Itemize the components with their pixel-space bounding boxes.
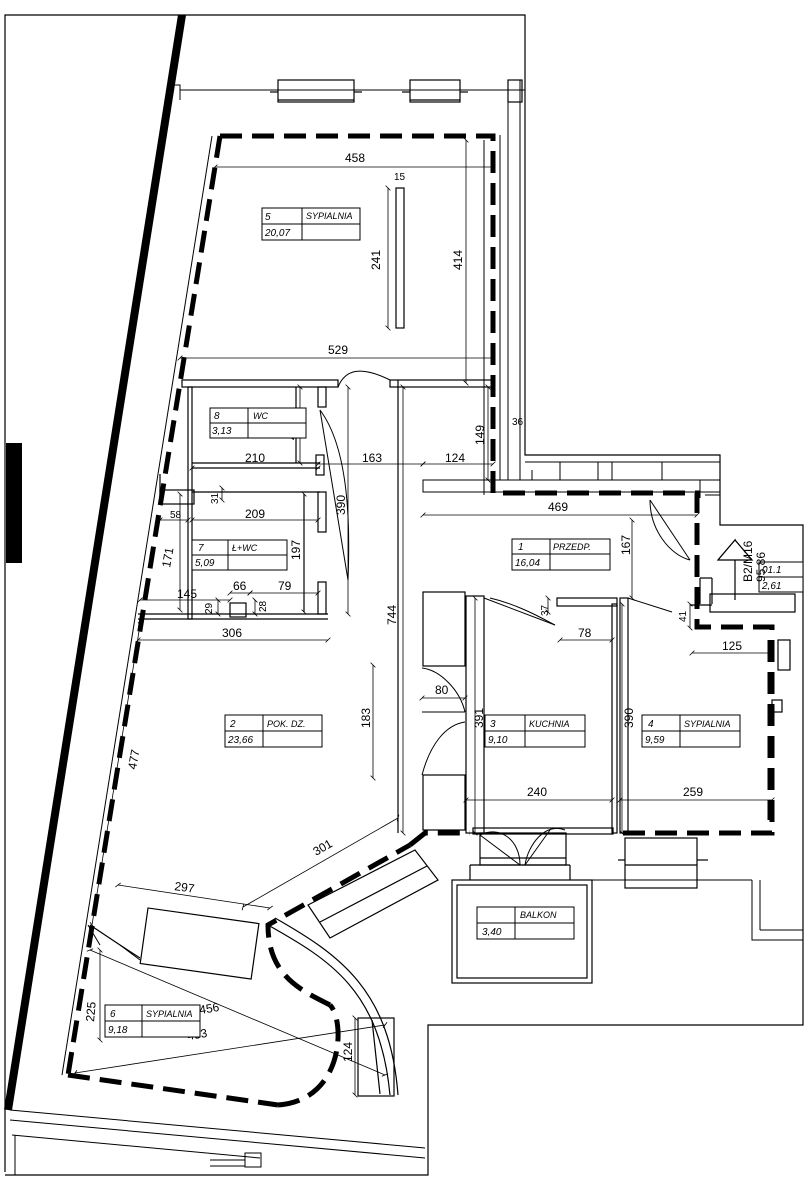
room-name: Ł+WC [232,543,258,553]
room-area: 2,61 [761,581,781,592]
room-area: 20,07 [264,228,290,239]
dim-label: 79 [278,579,292,593]
room-name: POK. DZ. [267,719,306,729]
room-area: 9,10 [488,735,508,746]
room-number: 7 [198,543,204,554]
room-number: 5 [265,212,271,223]
dim-label: 210 [245,451,265,465]
room-label-5: 5 SYPIALNIA 20,07 [261,207,361,241]
dim-label: 197 [289,540,303,560]
unit-code: B2/M16 95,86 [741,540,768,582]
dim-label: 31 [210,492,221,504]
room-area: 9,59 [645,735,665,746]
dim-label: 41 [678,610,689,622]
dim-label: 124 [341,1042,355,1062]
dim-label: 37 [540,604,551,616]
room-number: 1 [518,542,524,553]
room-area: 9,18 [108,1025,128,1036]
dim-label: 58 [170,510,182,521]
unit-area-text: 95,86 [754,552,768,582]
room-name: WC [253,411,268,421]
dim-label: 241 [369,250,383,270]
room-area: 3,13 [212,426,232,437]
dim-label: 124 [445,451,465,465]
dim-label: 297 [174,879,196,896]
dim-label: 458 [345,151,365,165]
room-number: 3 [490,719,496,730]
dim-label: 36 [512,417,524,428]
top-windows [270,79,523,103]
dimension-lines [72,137,775,1098]
dim-label: 78 [578,626,592,640]
dim-label: 390 [622,708,636,728]
room-name: PRZEDP. [553,542,591,552]
dim-label: 391 [472,708,486,728]
room-label-1: 1 PRZEDP. 16,04 [511,538,611,571]
dim-label: 390 [334,495,348,515]
dim-label: 744 [385,605,399,625]
dim-label: 477 [125,748,142,770]
dim-label: 145 [177,587,197,601]
wall-inner-lines [61,80,721,1076]
room-number: 4 [648,719,654,730]
site-boundary [4,14,804,1176]
room-label-7: 7 Ł+WC 5,09 [191,539,288,571]
room-label-6: 6 SYPIALNIA 9,18 [104,1004,201,1038]
dim-label: 125 [722,639,742,653]
dimension-labels: 458 15 241 414 529 149 36 49 210 163 124… [83,151,742,1062]
dim-label: 183 [359,708,373,728]
room-number: 8 [214,411,220,422]
room-name: BALKON [520,910,557,920]
dim-label: 80 [435,683,449,697]
dim-label: 167 [619,535,633,555]
room-number: 6 [110,1009,116,1020]
dim-label: 149 [473,425,487,445]
room-area: 16,04 [515,558,540,569]
dim-label: 29 [204,602,215,614]
room-area: 5,09 [195,558,215,569]
partition-wall [395,187,405,329]
room-name: SYPIALNIA [306,211,353,221]
room-number: 2 [229,719,236,730]
plot-edge-line [4,14,186,1111]
unit-code-text: B2/M16 [741,540,755,582]
room-name: KUCHNIA [529,719,570,729]
dim-label: 469 [548,500,568,514]
room-label-3: 3 KUCHNIA 9,10 [484,714,586,748]
dim-label: 456 [198,1000,220,1017]
room-name: SYPIALNIA [146,1009,193,1019]
room-name: SYPIALNIA [684,719,731,729]
dim-label: 529 [328,343,348,357]
unit-arrow [716,538,754,600]
dim-label: 240 [527,785,547,799]
dim-label: 15 [394,172,406,183]
room-label-4: 4 SYPIALNIA 9,59 [641,714,741,748]
dim-label: 306 [222,626,242,640]
internal-walls [89,379,796,980]
room-label-balcony: BALKON 3,40 [476,906,575,940]
dim-label: 163 [362,451,382,465]
room-number: 01.1 [762,565,781,576]
dim-label: 66 [233,579,247,593]
dim-label: 414 [451,250,465,270]
room-area: 23,66 [227,735,253,746]
neighbour-lines [9,84,803,1175]
dim-label: 301 [311,836,336,858]
dim-label: 28 [258,600,269,612]
door-swings [87,370,691,961]
room-label-8: 8 WC 3,13 [209,407,307,439]
external-walls [65,133,775,1108]
dim-label: 209 [245,507,265,521]
dim-label: 259 [683,785,703,799]
dim-label: 225 [83,1001,99,1022]
room-area: 3,40 [482,927,502,938]
dim-label: 171 [159,546,176,568]
room-label-2: 2 POK. DZ. 23,66 [224,714,323,748]
room-label-storage: 01.1 2,61 [758,561,804,593]
